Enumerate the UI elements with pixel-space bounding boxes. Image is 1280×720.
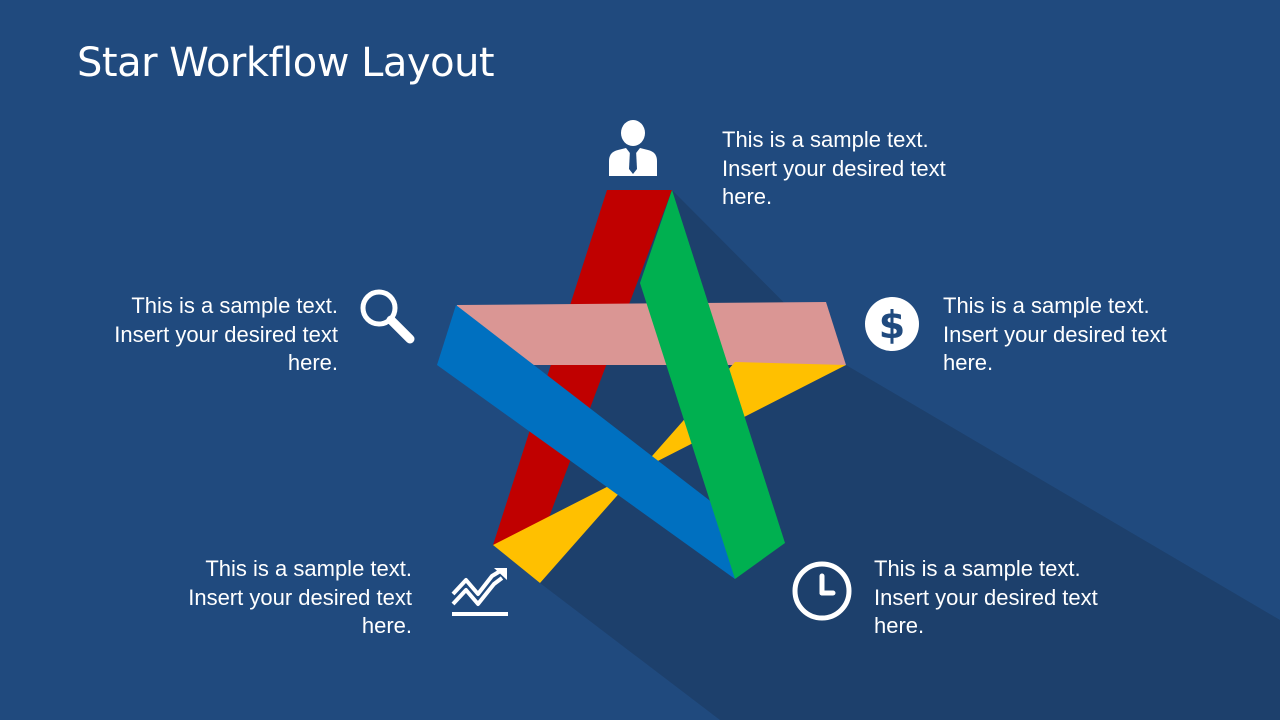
star-band-green [640, 190, 785, 579]
text-left: This is a sample text. Insert your desir… [78, 292, 338, 378]
text-bottom-right-line-3: here. [874, 613, 925, 638]
text-left-line-3: here. [287, 350, 338, 375]
text-right-line-3: here. [943, 350, 994, 375]
magnifier-icon [360, 289, 415, 344]
svg-text:$: $ [879, 303, 905, 347]
text-left-line-1: This is a sample text. [131, 293, 338, 318]
text-bottom-left-line-1: This is a sample text. [205, 556, 412, 581]
star-band-blue [437, 305, 735, 579]
dollar-icon: $ [865, 297, 919, 351]
text-top-line-2: Insert your desired text [722, 155, 946, 181]
star-band-yellow [493, 362, 846, 583]
text-top-line-3: here. [722, 184, 773, 209]
text-right-line-2: Insert your desired text [943, 321, 1167, 347]
text-top: This is a sample text. Insert your desir… [722, 126, 982, 212]
text-top-line-1: This is a sample text. [722, 127, 929, 152]
text-left-line-2: Insert your desired text [114, 321, 338, 347]
text-bottom-right-line-2: Insert your desired text [874, 584, 1098, 610]
text-bottom-left-line-3: here. [361, 613, 412, 638]
text-bottom-right-line-1: This is a sample text. [874, 556, 1081, 581]
star-band-pink [452, 302, 846, 365]
text-bottom-left: This is a sample text. Insert your desir… [152, 555, 412, 641]
text-right-line-1: This is a sample text. [943, 293, 1150, 318]
text-bottom-right: This is a sample text. Insert your desir… [874, 555, 1134, 641]
businessman-icon [609, 120, 657, 176]
clock-icon [792, 561, 852, 621]
page-title: Star Workflow Layout [77, 40, 495, 86]
text-bottom-left-line-2: Insert your desired text [188, 584, 412, 610]
text-right: This is a sample text. Insert your desir… [943, 292, 1203, 378]
star-band-red [493, 190, 672, 545]
trend-chart-icon [451, 568, 508, 616]
